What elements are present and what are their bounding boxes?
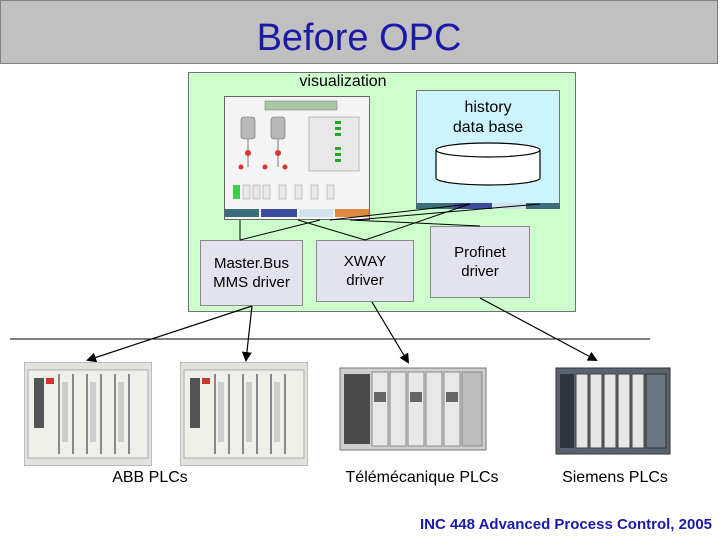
profinet-driver: Profinet driver	[430, 226, 530, 298]
history-tab-2	[454, 203, 492, 209]
abb-plcs-label: ABB PLCs	[112, 469, 188, 486]
telemecanique-plcs-label: Télémécanique PLCs	[345, 469, 499, 486]
profinet-driver-label: Profinet driver	[454, 244, 506, 280]
history-tab-4	[526, 203, 560, 209]
footer-caption: INC 448 Advanced Process Control, 2005	[419, 516, 712, 533]
masterbus-driver-label: Master.Bus MMS driver	[213, 255, 290, 291]
xway-arrow	[371, 301, 410, 364]
abb-arrow-2	[241, 305, 253, 362]
visualization-screen	[224, 96, 370, 220]
profinet-arrow	[479, 297, 598, 361]
siemens-plc-icon	[555, 367, 671, 455]
title-bar	[0, 0, 718, 64]
xway-driver: XWAY driver	[316, 240, 414, 302]
siemens-plcs-label: Siemens PLCs	[562, 469, 668, 486]
history-database-label: history data base	[452, 99, 524, 136]
history-tab-3	[492, 203, 526, 209]
hmi-mimic-diagram	[225, 100, 369, 217]
page-title: Before OPC	[256, 17, 462, 59]
abb-plc-rack-icon	[180, 362, 308, 466]
masterbus-mms-driver: Master.Bus MMS driver	[200, 240, 303, 306]
abb-plc-rack-icon	[24, 362, 152, 466]
abb-arrow	[86, 305, 253, 363]
xway-driver-label: XWAY driver	[343, 253, 387, 289]
visualization-label: visualization	[299, 73, 387, 90]
database-cylinder-icon	[435, 142, 541, 186]
telemecanique-plc-icon	[339, 367, 487, 451]
history-tab-1	[416, 203, 454, 209]
internal-bus-lines	[239, 203, 541, 241]
